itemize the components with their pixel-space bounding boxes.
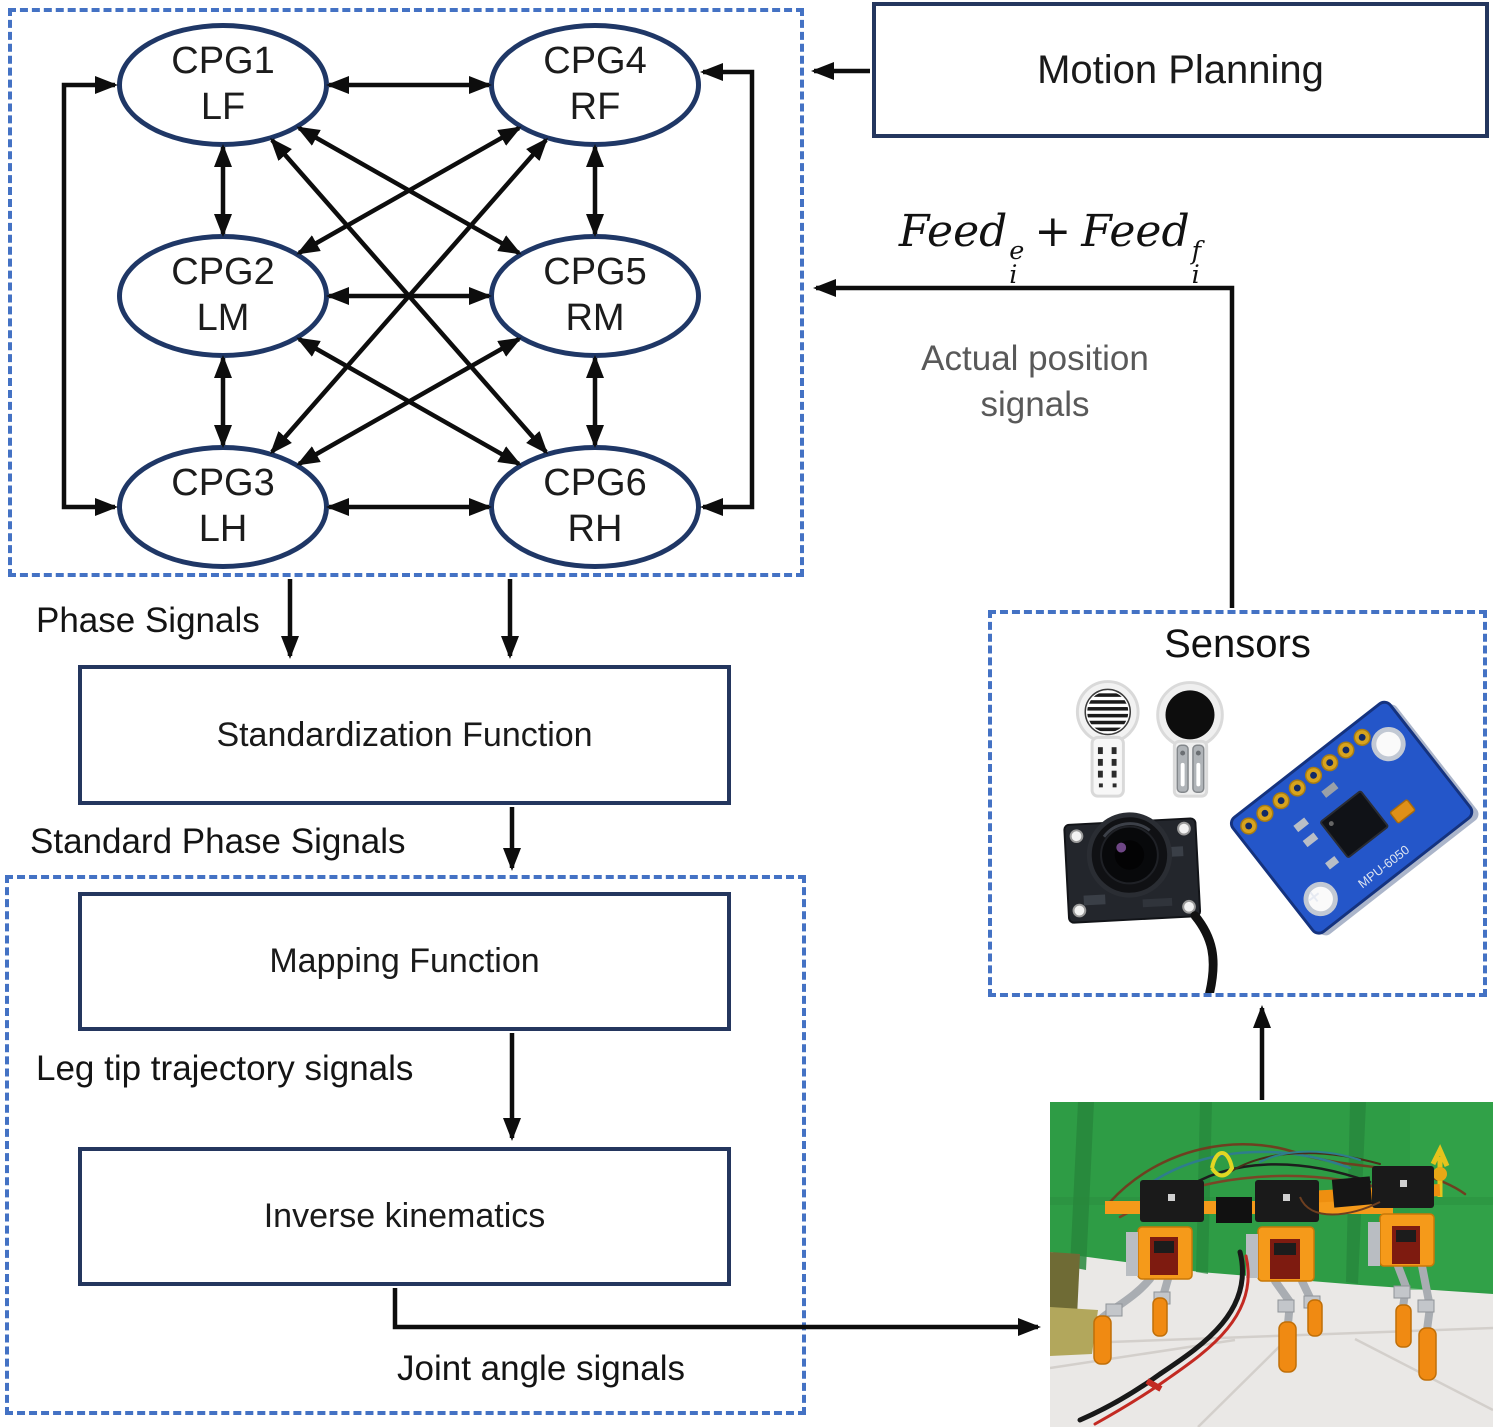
cpg-node-name: CPG1: [171, 40, 275, 83]
hexapod-robot-photo: [1049, 1102, 1493, 1427]
cpg-node-leg: LF: [200, 86, 246, 128]
fsr-sensor-striped-image: [1075, 680, 1140, 798]
standard-phase-signals-label: Standard Phase Signals: [30, 822, 406, 861]
phase-signals-label: Phase Signals: [36, 601, 260, 640]
motion-planning-box: Motion Planning: [872, 2, 1489, 138]
formula-term2-sup: f: [1191, 235, 1202, 266]
actual-position-line2: signals: [980, 384, 1090, 424]
motion-planning-label: Motion Planning: [1037, 47, 1324, 92]
cpg-node-leg: RM: [565, 297, 625, 339]
imu-board-image: MPU-6050: [1229, 700, 1479, 936]
formula-operator: +: [1034, 206, 1072, 257]
hexapod-robot-scene: [1049, 1102, 1493, 1427]
cpg-node-name: CPG4: [543, 40, 647, 83]
formula-term1-sub: i: [1009, 259, 1018, 290]
formula-term2-sub: i: [1191, 259, 1200, 290]
sensors-title: Sensors: [1164, 622, 1311, 666]
cpg-node-cpg6: CPG6 RH: [489, 445, 701, 569]
inverse-kinematics-box: Inverse kinematics: [78, 1147, 731, 1286]
cpg-node-leg: LM: [196, 297, 250, 339]
mapping-function-box: Mapping Function: [78, 892, 731, 1031]
sensors-panel: Sensors: [988, 610, 1487, 997]
cpg-node-cpg4: CPG4 RF: [489, 23, 701, 147]
formula-term1-sup: e: [1009, 235, 1025, 266]
formula-term2-base: Feed: [1081, 206, 1190, 257]
leg-tip-trajectory-label: Leg tip trajectory signals: [36, 1049, 414, 1088]
cpg-node-cpg1: CPG1 LF: [117, 23, 329, 147]
actual-position-signals-label: Actual position signals: [880, 336, 1190, 427]
mapping-label: Mapping Function: [269, 942, 540, 980]
cpg-node-name: CPG6: [543, 462, 647, 505]
cpg-node-name: CPG5: [543, 251, 647, 294]
cpg-node-leg: RF: [569, 86, 621, 128]
cpg-node-leg: LH: [198, 508, 248, 550]
camera-module-image: [1063, 812, 1218, 993]
standardization-label: Standardization Function: [216, 715, 593, 754]
inverse-kinematics-label: Inverse kinematics: [263, 1197, 546, 1235]
kinematics-panel: [5, 875, 806, 1415]
actual-position-line1: Actual position: [921, 339, 1149, 378]
standardization-function-box: Standardization Function: [78, 665, 731, 805]
cpg-node-cpg3: CPG3 LH: [117, 445, 329, 569]
sensor-images: MPU-6050: [1063, 680, 1479, 993]
cpg-node-cpg2: CPG2 LM: [117, 234, 329, 358]
cpg-node-cpg5: CPG5 RM: [489, 234, 701, 358]
cpg-network-panel: [8, 8, 804, 577]
joint-angle-signals-label: Joint angle signals: [397, 1349, 685, 1388]
cpg-node-name: CPG2: [171, 251, 275, 294]
cpg-node-name: CPG3: [171, 462, 275, 505]
fsr-sensor-black-image: [1156, 681, 1224, 798]
formula-term1-base: Feed: [898, 206, 1008, 257]
cpg-node-leg: RH: [567, 508, 623, 550]
